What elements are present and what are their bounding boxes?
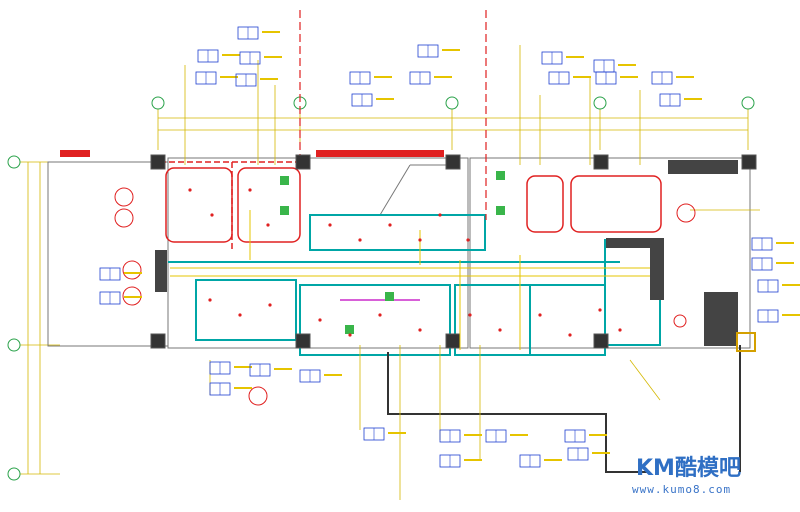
fixture-tag <box>222 54 240 56</box>
fixture-tag <box>618 64 636 66</box>
fixture-tag <box>274 368 292 370</box>
fixture-tag <box>262 31 280 33</box>
hatched-walls <box>60 150 738 346</box>
sprinkler-dot <box>210 213 214 217</box>
dimension-lines <box>14 103 749 475</box>
red-rooms <box>160 161 662 250</box>
sprinkler-dot <box>358 238 362 242</box>
sprinkler-dot <box>468 313 472 317</box>
fixture-tag <box>388 432 406 434</box>
fixture-tag <box>124 272 142 274</box>
fixture-tag <box>464 434 482 436</box>
watermark-url: www.kumo8.com <box>632 483 731 496</box>
sprinkler-dot <box>318 318 322 322</box>
fixture-tag <box>264 56 282 58</box>
sprinkler-dot <box>188 188 192 192</box>
fixture-tag <box>782 284 800 286</box>
watermark-brand: KM酷模吧 <box>636 456 741 481</box>
sprinkler-dot <box>388 223 392 227</box>
sprinkler-dot <box>418 328 422 332</box>
building-outline <box>47 157 751 349</box>
fixture-tag <box>620 76 638 78</box>
sprinkler-dot <box>378 313 382 317</box>
fixture-symbols <box>99 26 800 468</box>
equipment-circles <box>114 187 696 406</box>
fixture-tag <box>684 98 702 100</box>
fixture-tag <box>260 78 278 80</box>
green-markers <box>280 171 505 334</box>
fixture-tag <box>544 459 562 461</box>
watermark: KM酷模吧 www.kumo8.com <box>632 456 741 496</box>
sprinkler-dot <box>466 238 470 242</box>
fixture-tag <box>234 366 252 368</box>
sprinkler-dot <box>266 223 270 227</box>
fixture-tag <box>776 262 794 264</box>
yellow-pipes <box>170 210 650 350</box>
red-leaders <box>299 10 487 220</box>
fixture-tag <box>510 434 528 436</box>
fixture-tag <box>376 98 394 100</box>
fixture-tag <box>374 76 392 78</box>
fixture-tag <box>442 49 460 51</box>
fixture-tag <box>220 76 238 78</box>
fixture-tag <box>776 242 794 244</box>
columns <box>150 154 757 349</box>
axis-bubbles <box>7 96 755 481</box>
fixture-tag <box>589 434 607 436</box>
sprinkler-dot <box>208 298 212 302</box>
sprinkler-dot <box>438 213 442 217</box>
sprinkler-dot <box>568 333 572 337</box>
fixture-tag <box>782 314 800 316</box>
sprinkler-dot <box>538 313 542 317</box>
sprinkler-dot <box>248 188 252 192</box>
fixture-tag <box>434 76 452 78</box>
sprinkler-dot <box>268 303 272 307</box>
sprinkler-dot <box>598 308 602 312</box>
fixture-tag <box>464 459 482 461</box>
sprinkler-dot <box>418 238 422 242</box>
sprinkler-dot <box>348 333 352 337</box>
cyan-walls <box>168 214 661 356</box>
fixture-tag <box>234 387 252 389</box>
fixture-tag <box>573 76 591 78</box>
fixture-tag <box>124 296 142 298</box>
fixture-tag <box>566 56 584 58</box>
blue-route <box>387 332 756 473</box>
fixture-tag <box>676 76 694 78</box>
sprinkler-dot <box>618 328 622 332</box>
sprinkler-dot <box>498 328 502 332</box>
yellow-leaders <box>184 45 760 500</box>
sprinkler-dot <box>238 313 242 317</box>
fixture-tag <box>592 452 610 454</box>
fixture-tag <box>324 374 342 376</box>
sprinkler-dot <box>328 223 332 227</box>
